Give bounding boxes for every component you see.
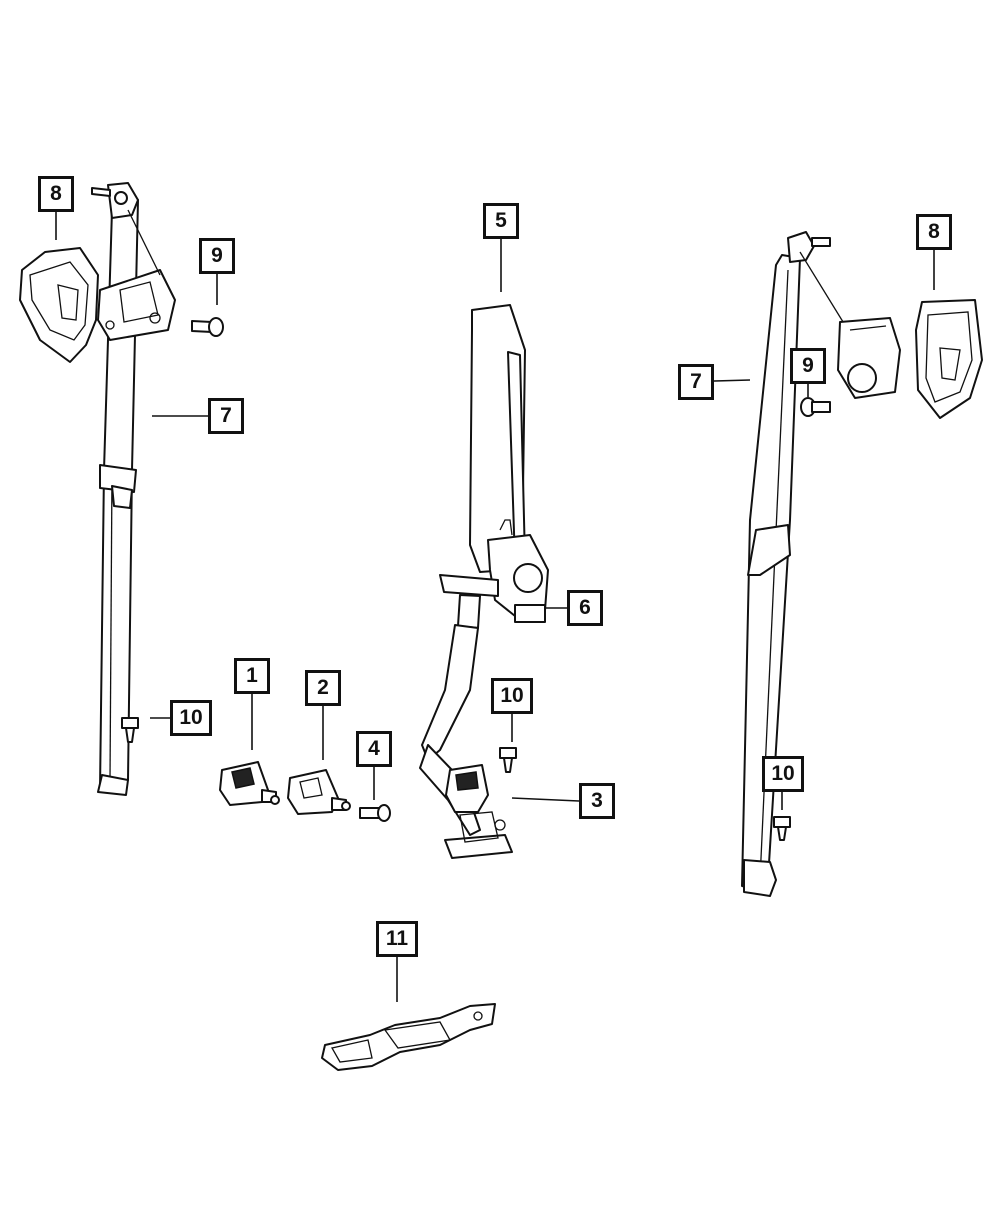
center-buckle-strap	[321, 1003, 496, 1071]
right-lower-bolt	[773, 816, 791, 841]
callout-7-right: 7	[678, 364, 714, 400]
callout-6: 6	[567, 590, 603, 626]
callout-1: 1	[234, 658, 270, 694]
right-seat-belt-assembly	[741, 231, 901, 897]
center-bolt	[499, 747, 517, 773]
callout-10-left: 10	[170, 700, 212, 736]
callout-9-left: 9	[199, 238, 235, 274]
center-seat-belt-assembly	[419, 304, 549, 859]
callout-7-left: 7	[208, 398, 244, 434]
right-retractor-cover	[915, 299, 983, 419]
buckle-2	[287, 769, 351, 815]
right-bolt	[800, 397, 831, 417]
callout-9-right: 9	[790, 348, 826, 384]
left-seat-belt-assembly	[91, 182, 176, 796]
callout-5: 5	[483, 203, 519, 239]
callout-3: 3	[579, 783, 615, 819]
callout-11: 11	[376, 921, 418, 957]
buckle-1	[219, 761, 280, 806]
callout-4: 4	[356, 731, 392, 767]
callout-8-left: 8	[38, 176, 74, 212]
callout-10-right: 10	[762, 756, 804, 792]
callout-2: 2	[305, 670, 341, 706]
left-bolt	[191, 317, 224, 337]
callout-10-center: 10	[491, 678, 533, 714]
left-lower-bolt	[121, 717, 139, 743]
bolt-4	[359, 804, 391, 822]
left-retractor-cover	[19, 247, 99, 363]
callout-8-right: 8	[916, 214, 952, 250]
